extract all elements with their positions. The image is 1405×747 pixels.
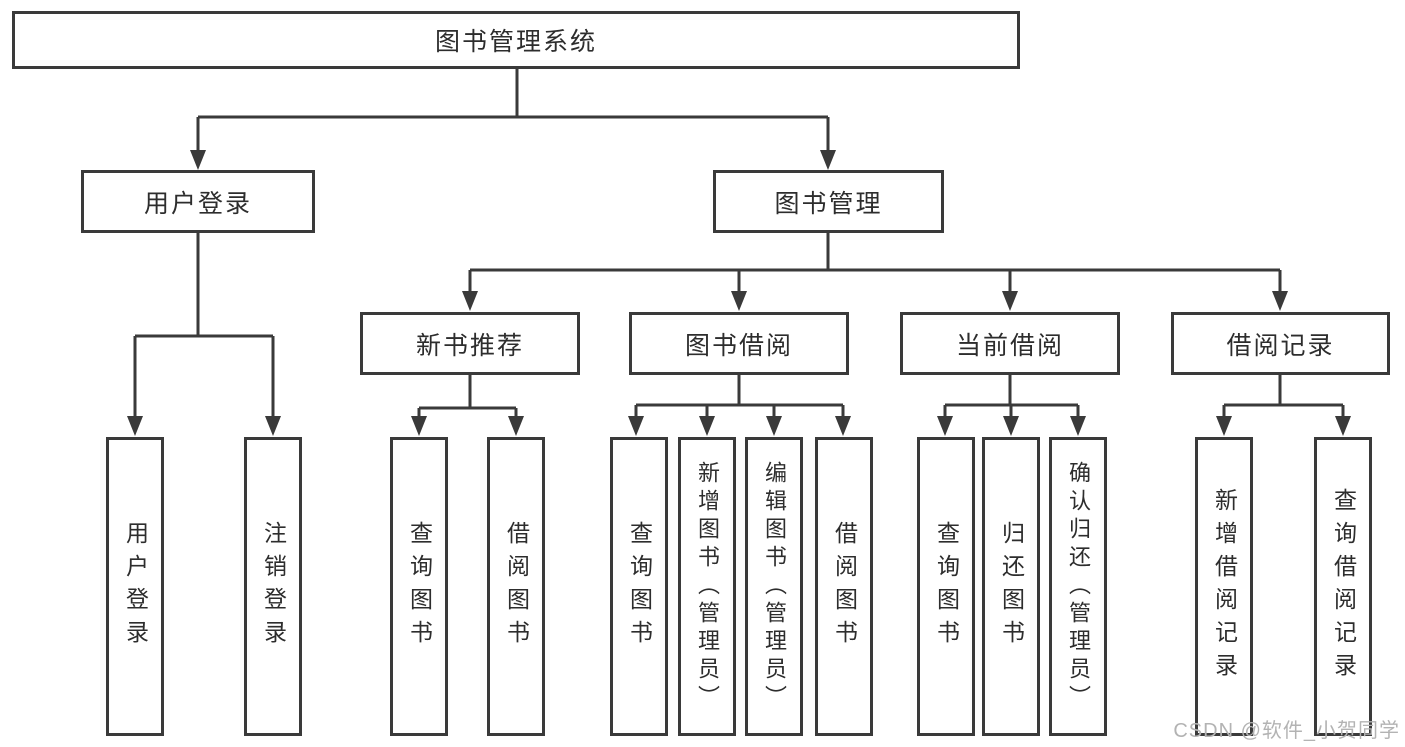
node-current-borrowing: 当前借阅	[900, 312, 1120, 375]
leaf-return-book-label: 归还图书	[998, 520, 1025, 653]
leaf-add-borrow-record-label: 新增借阅记录	[1211, 487, 1238, 686]
leaf-query-books-current-label: 查询图书	[933, 520, 960, 653]
csdn-watermark: CSDN @软件_小贺同学	[1173, 720, 1400, 742]
node-root: 图书管理系统	[12, 11, 1020, 69]
leaf-borrow-books-recommend: 借阅图书	[487, 437, 545, 736]
leaf-add-borrow-record: 新增借阅记录	[1195, 437, 1253, 736]
leaf-query-books-recommend-label: 查询图书	[406, 520, 433, 653]
leaf-borrow-books-recommend-label: 借阅图书	[503, 520, 530, 653]
leaf-confirm-return-admin: 确认归还（管理员）	[1049, 437, 1107, 736]
leaf-query-books-recommend: 查询图书	[390, 437, 448, 736]
node-borrow-records: 借阅记录	[1171, 312, 1390, 375]
leaf-user-login-label: 用户登录	[122, 520, 149, 653]
leaf-query-books-borrowing-label: 查询图书	[626, 520, 653, 653]
leaf-edit-book-admin-label: 编辑图书（管理员）	[762, 460, 787, 713]
node-user-login: 用户登录	[81, 170, 315, 233]
node-book-management: 图书管理	[713, 170, 944, 233]
leaf-query-borrow-record: 查询借阅记录	[1314, 437, 1372, 736]
node-book-borrowing: 图书借阅	[629, 312, 849, 375]
leaf-user-login: 用户登录	[106, 437, 164, 736]
leaf-add-book-admin: 新增图书（管理员）	[678, 437, 736, 736]
node-new-book-recommend: 新书推荐	[360, 312, 580, 375]
leaf-query-books-borrowing: 查询图书	[610, 437, 668, 736]
leaf-query-borrow-record-label: 查询借阅记录	[1330, 487, 1357, 686]
leaf-query-books-current: 查询图书	[917, 437, 975, 736]
connector-path	[133, 69, 1345, 419]
leaf-borrow-books-borrowing: 借阅图书	[815, 437, 873, 736]
leaf-add-book-admin-label: 新增图书（管理员）	[695, 460, 720, 713]
arrowheads	[127, 150, 1351, 436]
leaf-logout: 注销登录	[244, 437, 302, 736]
leaf-edit-book-admin: 编辑图书（管理员）	[745, 437, 803, 736]
leaf-logout-label: 注销登录	[260, 520, 287, 653]
leaf-borrow-books-borrowing-label: 借阅图书	[831, 520, 858, 653]
leaf-confirm-return-admin-label: 确认归还（管理员）	[1066, 460, 1091, 713]
leaf-return-book: 归还图书	[982, 437, 1040, 736]
